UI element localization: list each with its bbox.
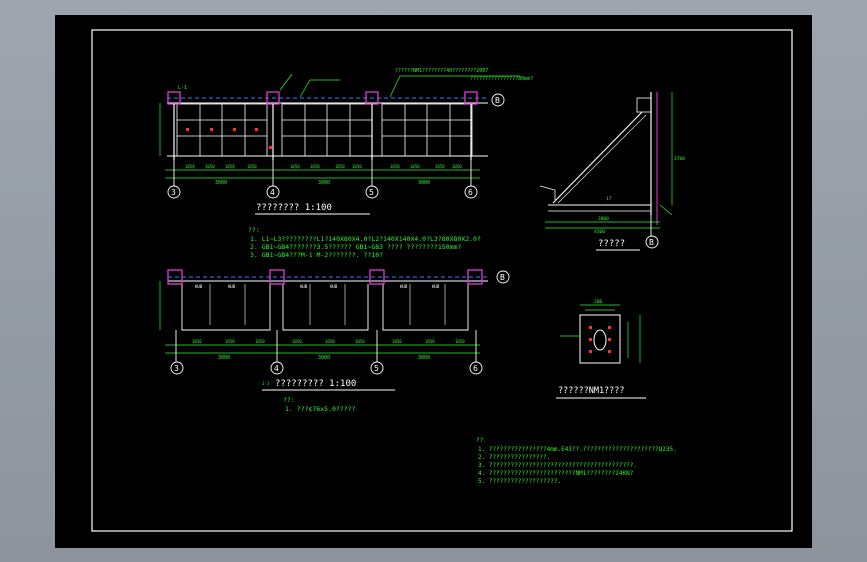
svg-text:1050: 1050 (205, 164, 215, 169)
svg-text:1050: 1050 (292, 339, 302, 344)
svg-text:1050: 1050 (410, 164, 420, 169)
svg-text:1050: 1050 (390, 164, 400, 169)
svg-text:1050: 1050 (355, 339, 365, 344)
axis-b-top: B (495, 96, 500, 105)
notes3-line2: 2. ????????????????. (478, 454, 550, 461)
section-width-2: 3800 (598, 216, 609, 222)
plan-dim-3: 3000 (418, 355, 430, 361)
svg-text:1050: 1050 (192, 339, 202, 344)
plan-dim-1: 3000 (218, 355, 230, 361)
notes2-line1: 1. ???¢76x5.0????? (285, 405, 356, 413)
svg-text:HUB: HUB (330, 284, 338, 289)
notes3-line5: 5. ???????????????????. (478, 478, 561, 485)
svg-text:1050: 1050 (455, 339, 465, 344)
svg-text:1050: 1050 (310, 164, 320, 169)
axis-3-plan: 3 (174, 364, 179, 373)
svg-text:HUB: HUB (228, 284, 236, 289)
svg-text:1050: 1050 (452, 164, 462, 169)
svg-text:1050: 1050 (185, 164, 195, 169)
svg-text:HUB: HUB (300, 284, 308, 289)
plan-sub-label: 1-1 (262, 381, 270, 386)
embed-plate-detail: 200 (560, 299, 641, 364)
svg-text:1050: 1050 (247, 164, 257, 169)
section-height-2: 17 (606, 196, 612, 202)
axis-b-plan: B (500, 273, 505, 282)
svg-text:1050: 1050 (435, 164, 445, 169)
elev-dim-1: 3000 (215, 180, 227, 186)
elev-sub-label: L-1 (178, 85, 187, 91)
svg-text:1050: 1050 (335, 164, 345, 169)
notes2-head: ??: (283, 396, 295, 404)
section-title: ????? (598, 239, 625, 249)
embed-title: ??????NM1???? (558, 386, 625, 396)
svg-text:HUB: HUB (400, 284, 408, 289)
plan-view: HUB HUB HUB HUB HUB HUB 1050 1050 1050 1050 10… (159, 269, 488, 361)
axis-4-plan: 4 (274, 364, 279, 373)
notes1-line1: 1. L1~L3?????????L1?140X80X4.0?L2?140X14… (250, 235, 481, 243)
axis-6-top: 6 (468, 188, 473, 197)
section-height: 3780 (674, 156, 685, 162)
notes1-line2: 2. GB1~GB4???????3.5?????? GB1~GB3 ???? … (250, 243, 461, 251)
section-view: 3800 4500 3780 17 (539, 92, 685, 235)
axis-4-top: 4 (270, 188, 275, 197)
axis-6-plan: 6 (473, 364, 478, 373)
elev-dim-2: 3000 (318, 180, 330, 186)
svg-text:1050: 1050 (352, 164, 362, 169)
embed-width: 200 (594, 299, 602, 305)
notes3-head: ??. (476, 437, 487, 444)
elev-dim-3: 3000 (418, 180, 430, 186)
notes1-line3: 3. GB1~GB4???M-1 M-2???????. ??10? (250, 251, 383, 259)
elev-callout-2: ????????????????80mm? (470, 76, 533, 82)
elevation-view: 1050 1050 1050 1050 1050 1050 1050 1050 1050 10… (159, 68, 533, 186)
svg-text:1050: 1050 (225, 164, 235, 169)
axis-5-plan: 5 (374, 364, 379, 373)
axis-3-top: 3 (171, 188, 176, 197)
svg-text:1050: 1050 (325, 339, 335, 344)
svg-text:HUB: HUB (432, 284, 440, 289)
drawing-border (91, 29, 793, 532)
section-width: 4500 (594, 229, 605, 235)
elev-callout-1: ??????NM1????????40????????2007 (395, 68, 488, 74)
svg-text:1050: 1050 (425, 339, 435, 344)
notes3-line1: 1. ????????????????4mm.E43??.???????????… (478, 446, 677, 453)
elevation-title: ???????? 1:100 (256, 203, 332, 213)
svg-text:1050: 1050 (255, 339, 265, 344)
plan-title: ????????? 1:100 (275, 379, 356, 389)
plan-dim-2: 3000 (318, 355, 330, 361)
svg-text:1050: 1050 (392, 339, 402, 344)
axis-5-top: 5 (369, 188, 374, 197)
notes3-line4: 4. ????????????????????????NM1????????24… (478, 470, 634, 477)
notes1-head: ??: (248, 226, 260, 234)
notes3-line3: 3. ?????????????????????????????????????… (478, 462, 637, 469)
axis-b-section: B (649, 238, 654, 247)
svg-text:HUB: HUB (195, 284, 203, 289)
svg-text:1050: 1050 (225, 339, 235, 344)
svg-text:1050: 1050 (290, 164, 300, 169)
